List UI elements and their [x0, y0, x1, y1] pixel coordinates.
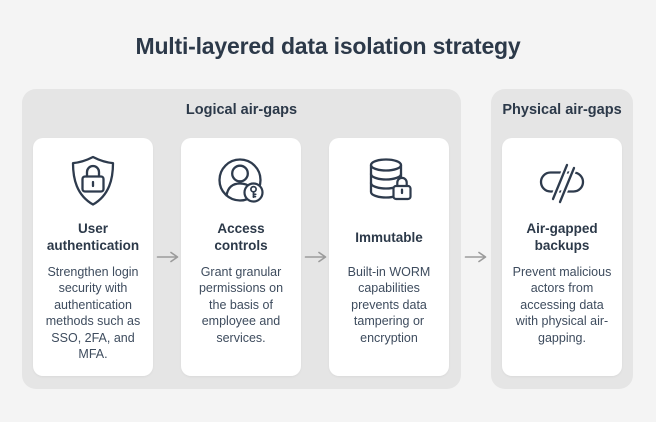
card-access-controls: Access controls Grant granular permissio… — [181, 138, 301, 376]
group-physical-header: Physical air-gaps — [502, 102, 622, 118]
card-icon-box — [39, 152, 147, 210]
shield-lock-icon — [67, 153, 119, 209]
card-title: Access controls — [214, 221, 268, 253]
flow-arrow-icon — [304, 250, 328, 264]
card-icon-box — [187, 152, 295, 210]
user-key-icon — [213, 153, 269, 209]
flow-arrow-icon — [156, 250, 180, 264]
flow-arrow-icon — [464, 250, 488, 264]
card-body: Built-in WORM capabilities prevents data… — [347, 265, 431, 345]
card-title: Immutable — [355, 229, 423, 245]
card-body: Strengthen login security with authentic… — [45, 265, 141, 362]
logical-cards-row: User authentication Strengthen login sec… — [33, 138, 449, 376]
group-physical-air-gaps: Physical air-gaps Air-gapped backups — [491, 89, 633, 389]
group-logical-header: Logical air-gaps — [185, 102, 298, 118]
air-gap-icon — [533, 152, 591, 210]
card-air-gapped-backups: Air-gapped backups Prevent malicious act… — [502, 138, 622, 376]
card-body: Prevent malicious actors from accessing … — [512, 265, 612, 345]
database-lock-icon — [361, 153, 417, 209]
card-user-authentication: User authentication Strengthen login sec… — [33, 138, 153, 376]
card-title: User authentication — [46, 221, 140, 253]
card-title: Air-gapped backups — [526, 221, 598, 253]
physical-cards-row: Air-gapped backups Prevent malicious act… — [502, 138, 622, 376]
page-title: Multi-layered data isolation strategy — [135, 33, 521, 59]
group-logical-air-gaps: Logical air-gaps User authentication Str… — [22, 89, 461, 389]
card-body: Grant granular permissions on the basis … — [198, 265, 284, 345]
card-icon-box — [335, 152, 443, 210]
card-immutable: Immutable Built-in WORM capabilities pre… — [329, 138, 449, 376]
card-icon-box — [508, 152, 616, 210]
